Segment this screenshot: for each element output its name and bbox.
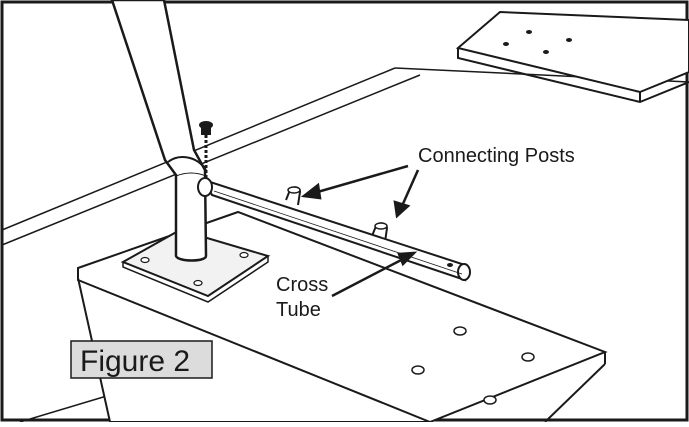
cross-tube-label-line2: Tube <box>276 299 321 321</box>
figure-label-box <box>70 340 213 379</box>
figure-label: Figure 2 <box>80 345 190 378</box>
base-plate <box>120 228 271 303</box>
callout-arrows <box>300 164 420 298</box>
connecting-posts-label: Connecting Posts <box>418 145 575 167</box>
screw <box>199 121 213 178</box>
cross-tube-label-line1: Cross <box>276 274 328 296</box>
leg-post <box>110 0 208 262</box>
upper-board <box>455 10 689 104</box>
